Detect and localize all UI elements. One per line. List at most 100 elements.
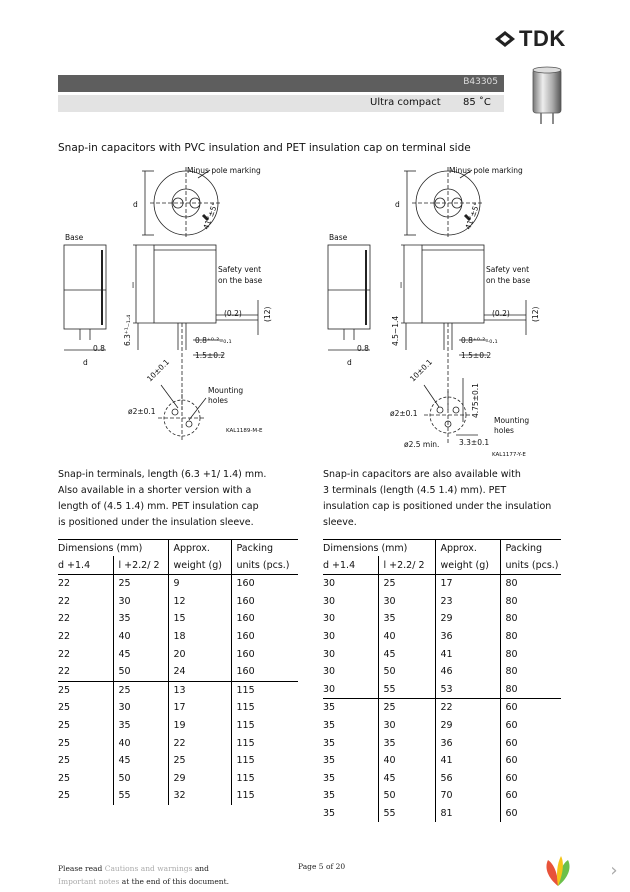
d-cell: 25: [58, 720, 71, 732]
table-subheader-row: d +1.4 l +2.2/ 2 weight (g) units (pcs.): [58, 556, 298, 575]
approx-header: Approx.: [167, 539, 231, 556]
weight-cell: 81: [434, 804, 500, 823]
d-cell: 35: [323, 698, 378, 717]
right-safety-vent-label: Safety vent: [486, 265, 529, 274]
right-d-label: d: [395, 200, 400, 209]
cautions-link[interactable]: Cautions and warnings: [104, 864, 193, 873]
left-side-d-label: d: [83, 358, 88, 367]
units-cell: 80: [499, 680, 561, 699]
right-hole-label: ø2±0.1: [390, 409, 418, 418]
left-spacing-label: 10±0.1: [145, 357, 171, 383]
units-cell: 60: [499, 804, 561, 823]
l-cell: 40: [112, 734, 168, 752]
right-twelve-label: (12): [531, 307, 540, 322]
next-page-chevron-icon[interactable]: ›: [610, 860, 618, 881]
units-cell: 160: [230, 610, 298, 628]
series-name: Ultra compact: [370, 97, 441, 108]
weight-cell: 24: [167, 662, 231, 682]
l-cell: 40: [112, 627, 168, 646]
temperature-rating: 85 ˚C: [463, 97, 491, 108]
d-cell: 35: [323, 808, 336, 820]
right-lead-length-label: 4.5−1.4: [391, 316, 400, 346]
right-description-line: sleeve.: [323, 517, 357, 528]
units-cell: 160: [230, 662, 298, 682]
l-cell: 25: [112, 680, 168, 700]
weight-cell: 20: [167, 645, 231, 663]
l-cell: 40: [377, 627, 435, 646]
d-cell: 30: [323, 613, 336, 625]
left-description-line: is positioned under the insulation sleev…: [58, 517, 254, 528]
units-cell: 160: [230, 645, 298, 663]
l-cell: 30: [377, 592, 435, 611]
units-cell: 115: [230, 734, 298, 752]
table-header-row: Dimensions (mm) Approx. Packing: [58, 539, 298, 556]
weight-cell: 29: [434, 610, 500, 628]
weight-cell: 46: [434, 662, 500, 681]
d-header: d +1.4: [323, 556, 378, 575]
d-cell: 22: [58, 578, 71, 590]
l-cell: 25: [112, 574, 168, 593]
tdk-logo: TDK: [494, 26, 566, 52]
weight-cell: 53: [434, 680, 500, 699]
left-lead-length-label: 6.3⁺¹₋₁.₄: [123, 315, 132, 346]
right-description: Snap-in capacitors are also available wi…: [323, 467, 551, 531]
d-cell: 22: [58, 613, 71, 625]
approx-header: Approx.: [434, 539, 500, 556]
d-cell: 22: [58, 595, 71, 607]
footer-text: and: [192, 864, 209, 873]
important-notes-link[interactable]: Important notes: [58, 877, 120, 886]
tdk-diamond-icon: [495, 31, 515, 47]
d-cell: 35: [323, 737, 336, 749]
weight-cell: 12: [167, 592, 231, 611]
left-drawing-code: KAL1189-M-E: [226, 428, 263, 434]
weight-cell: 15: [167, 610, 231, 628]
units-cell: 60: [499, 698, 561, 717]
units-header: units (pcs.): [499, 556, 561, 575]
l-cell: 45: [112, 751, 168, 770]
l-cell: 30: [112, 699, 168, 717]
viewer-logo-icon[interactable]: [538, 852, 578, 890]
right-side-d-label: d: [347, 358, 352, 367]
l-header: l +2.2/ 2: [377, 556, 435, 575]
d-cell: 30: [323, 631, 336, 643]
d-cell: 25: [58, 772, 71, 784]
units-cell: 60: [499, 734, 561, 752]
series-bar: Ultra compact 85 ˚C: [58, 95, 504, 112]
right-mounting-label: Mounting: [494, 416, 529, 425]
units-cell: 115: [230, 680, 298, 700]
part-number-bar: B43305: [58, 75, 504, 92]
left-gap-label: (0.2): [224, 309, 242, 318]
right-y-dim-label: 4.75±0.1: [471, 383, 480, 418]
weight-cell: 23: [434, 592, 500, 611]
d-cell: 30: [323, 595, 336, 607]
units-cell: 160: [230, 574, 298, 593]
d-cell: 22: [58, 648, 71, 660]
l-cell: 45: [377, 769, 435, 788]
d-cell: 30: [323, 578, 336, 590]
dimensions-header: Dimensions (mm): [323, 539, 435, 556]
dimension-drawing: Minus pole marking d 41°±5° Base l Safet…: [63, 166, 540, 458]
footer-text: at the end of this document.: [119, 877, 229, 886]
packing-header: Packing: [230, 539, 298, 556]
d-cell: 25: [58, 790, 71, 802]
units-cell: 80: [499, 574, 561, 593]
weight-cell: 29: [167, 769, 231, 788]
d-header: d +1.4: [58, 556, 113, 575]
d-cell: 22: [58, 631, 71, 643]
d-cell: 25: [58, 702, 71, 714]
units-cell: 115: [230, 787, 298, 805]
l-cell: 50: [112, 769, 168, 788]
units-cell: 60: [499, 716, 561, 735]
l-cell: 50: [112, 662, 168, 682]
right-dimensions-table: Dimensions (mm) Approx. Packing d +1.4 l…: [323, 539, 561, 823]
